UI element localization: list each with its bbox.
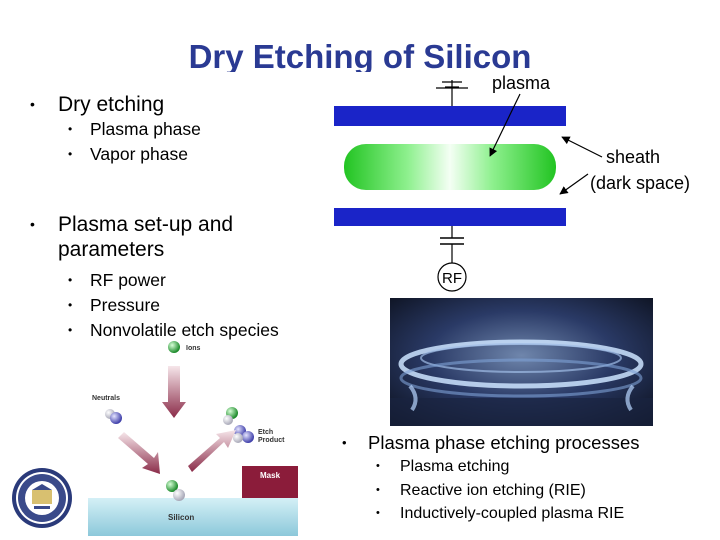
bullet-icon: • xyxy=(68,298,73,312)
rf-label: RF xyxy=(442,270,462,287)
plasma-reactor-diagram: RF plasma sheath (dark space) xyxy=(334,73,690,292)
etch-mechanism-diagram: Silicon Mask Ions Neutrals Etch Product xyxy=(88,341,298,536)
ion-particle xyxy=(168,341,180,353)
silicon-label: Silicon xyxy=(168,513,194,522)
plasma-chamber-photo xyxy=(390,298,653,426)
bullet-icon: • xyxy=(376,483,380,496)
bullet-text: Plasma phase etching processes xyxy=(368,432,640,453)
slide-title: Dry Etching of Silicon xyxy=(188,38,532,72)
bullet-text: Dry etching xyxy=(58,93,165,116)
sheath-label: sheath xyxy=(606,147,660,167)
plasma-label: plasma xyxy=(492,73,551,93)
bullet-icon: • xyxy=(68,273,73,287)
bullet-icon: • xyxy=(68,147,73,161)
sub-bullet: • RF power xyxy=(68,268,290,293)
bullet-icon: • xyxy=(30,96,35,112)
svg-text:Product: Product xyxy=(258,437,285,444)
bullet-plasma-phase-etching: • Plasma phase etching processes xyxy=(342,430,639,455)
sub-bullet-text: Reactive ion etching (RIE) xyxy=(400,481,586,499)
bullet-icon: • xyxy=(376,460,380,472)
bullet-icon: • xyxy=(376,507,380,519)
rf-source-icon xyxy=(437,262,467,292)
neutral-arrow xyxy=(118,432,160,474)
ion-arrow xyxy=(162,366,186,418)
sub-bullet: • Reactive ion etching (RIE) xyxy=(376,479,639,503)
bullet-icon: • xyxy=(68,323,73,337)
sub-bullet-text: Plasma phase xyxy=(90,119,201,139)
bottom-electrode xyxy=(334,208,566,226)
silicon-layer xyxy=(88,498,298,536)
uc-seal-logo xyxy=(12,468,72,528)
bullet-dry-etching: • Dry etching xyxy=(30,92,201,117)
bullet-plasma-setup: • Plasma set-up and parameters • RF powe… xyxy=(30,212,290,343)
sub-bullet: • Inductively-coupled plasma RIE xyxy=(376,502,639,526)
sub-bullet: • Nonvolatile etch species xyxy=(68,318,290,343)
sub-bullet-text: Vapor phase xyxy=(90,144,188,164)
bullet-icon: • xyxy=(68,122,73,136)
bullet-text: Plasma set-up and parameters xyxy=(58,213,234,261)
sub-bullet: • Pressure xyxy=(68,293,290,318)
product-arrow xyxy=(188,430,236,472)
neutral-particle xyxy=(110,412,122,424)
sub-bullet-text: Inductively-coupled plasma RIE xyxy=(400,505,625,522)
ions-label: Ions xyxy=(186,345,200,352)
sub-bullet-text: Pressure xyxy=(90,295,161,315)
sub-bullet: • Vapor phase xyxy=(68,142,201,167)
mask-label: Mask xyxy=(260,471,281,480)
top-electrode xyxy=(334,106,566,126)
bullet-icon: • xyxy=(342,435,347,450)
etch-product-label: Etch xyxy=(258,429,273,436)
sub-bullet: • Plasma etching xyxy=(376,455,639,479)
sub-bullet: • Plasma phase xyxy=(68,117,201,142)
plasma-glow xyxy=(344,144,556,190)
sub-bullet-text: RF power xyxy=(90,270,166,290)
neutrals-label: Neutrals xyxy=(92,395,120,402)
bullet-icon: • xyxy=(30,216,35,232)
sub-bullet-text: Plasma etching xyxy=(400,458,510,475)
main-bullet-list: • Dry etching • Plasma phase • Vapor pha… xyxy=(30,92,201,167)
dark-space-label: (dark space) xyxy=(590,173,690,193)
mask-layer xyxy=(242,466,298,498)
sub-bullet-text: Nonvolatile etch species xyxy=(90,320,279,340)
bottom-bullet-list: • Plasma phase etching processes • Plasm… xyxy=(342,430,639,526)
